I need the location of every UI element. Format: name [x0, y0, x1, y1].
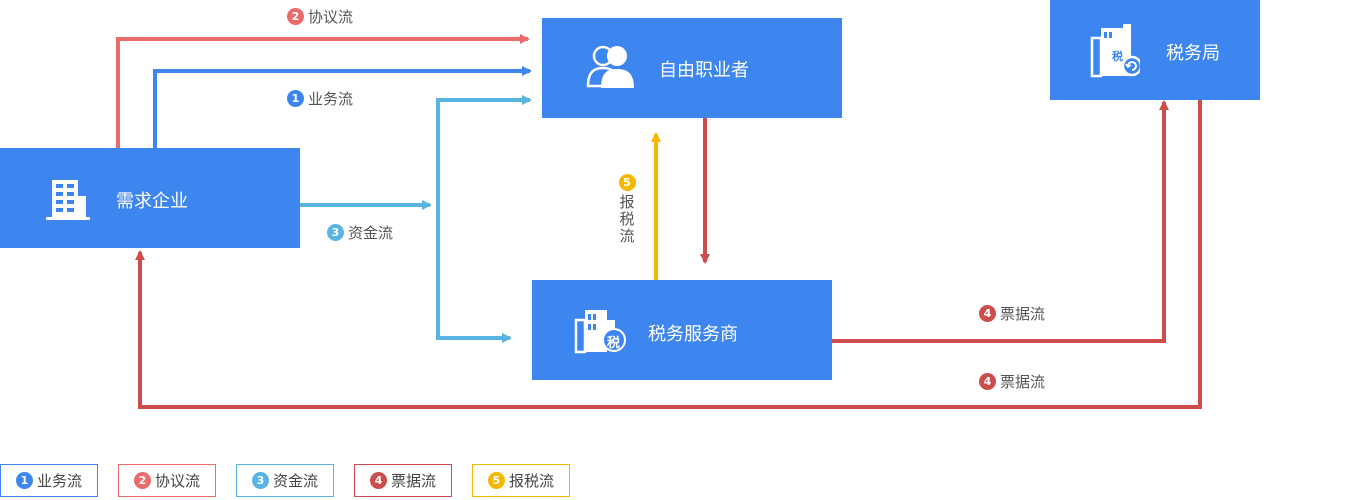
flow-badge-business: 1 — [287, 90, 304, 107]
legend: 1 业务流 2 协议流 3 资金流 4 票据流 5 报税流 — [0, 464, 570, 497]
flow-label-invoice-bottom: 4 票据流 — [979, 371, 1045, 392]
legend-label-funds: 资金流 — [272, 472, 318, 490]
node-enterprise: 需求企业 — [0, 148, 300, 248]
legend-badge-agreement: 2 — [133, 472, 151, 489]
legend-badge-tax-filing: 5 — [487, 472, 505, 489]
node-freelancer-label: 自由职业者 — [659, 60, 749, 81]
node-tax-bureau: 税 税务局 — [1050, 0, 1260, 100]
tax-bureau-icon-text: 税 — [1112, 50, 1123, 63]
legend-item-agreement: 2 协议流 — [118, 464, 216, 497]
legend-label-business: 业务流 — [36, 472, 82, 490]
invoice-flow-arrow-provider — [832, 100, 1169, 343]
node-tax-provider-label: 税务服务商 — [648, 324, 738, 345]
flow-label-invoice-top: 4 票据流 — [979, 303, 1045, 324]
legend-label-invoice: 票据流 — [390, 472, 436, 490]
flow-text-tax-filing: 报税流 — [617, 194, 636, 245]
legend-badge-business: 1 — [15, 472, 33, 489]
legend-item-tax-filing: 5 报税流 — [472, 464, 570, 497]
legend-item-invoice: 4 票据流 — [354, 464, 452, 497]
flow-text-funds: 资金流 — [348, 224, 394, 242]
legend-item-funds: 3 资金流 — [236, 464, 334, 497]
node-freelancer: 自由职业者 — [542, 18, 842, 118]
flow-text-business: 业务流 — [308, 90, 354, 108]
tax-building-icon — [574, 306, 628, 354]
flow-badge-invoice-top: 4 — [979, 305, 996, 322]
legend-label-tax-filing: 报税流 — [508, 472, 554, 490]
legend-badge-funds: 3 — [251, 472, 269, 489]
flow-text-invoice-bottom: 票据流 — [1000, 373, 1046, 391]
legend-item-business: 1 业务流 — [0, 464, 98, 497]
flow-label-business: 1 业务流 — [287, 88, 353, 109]
funds-flow-arrow-down — [436, 200, 512, 343]
node-enterprise-label: 需求企业 — [116, 191, 188, 212]
flow-badge-agreement: 2 — [287, 8, 304, 25]
flow-badge-funds: 3 — [327, 224, 344, 241]
tax-building-icon-text: 税 — [607, 336, 621, 351]
flow-badge-invoice-bottom: 4 — [979, 373, 996, 390]
legend-label-agreement: 协议流 — [154, 472, 200, 490]
flow-text-agreement: 协议流 — [308, 8, 354, 26]
funds-flow-arrow-up — [436, 95, 532, 338]
flow-label-agreement: 2 协议流 — [287, 6, 353, 27]
tax-bureau-building-icon — [1090, 22, 1140, 78]
legend-badge-invoice: 4 — [369, 472, 387, 489]
flow-label-tax-filing: 5 报税流 — [618, 174, 636, 245]
users-icon — [586, 42, 638, 90]
node-tax-provider: 税 税务服务商 — [532, 280, 832, 380]
invoice-flow-arrow-enterprise — [135, 100, 1202, 409]
flow-text-invoice-top: 票据流 — [1000, 305, 1046, 323]
node-tax-bureau-label: 税务局 — [1166, 43, 1220, 64]
flow-badge-tax-filing: 5 — [618, 174, 636, 191]
agreement-flow-arrow — [116, 34, 530, 148]
business-flow-arrow — [153, 66, 532, 148]
office-building-icon — [46, 178, 90, 220]
flow-label-funds: 3 资金流 — [327, 222, 393, 243]
